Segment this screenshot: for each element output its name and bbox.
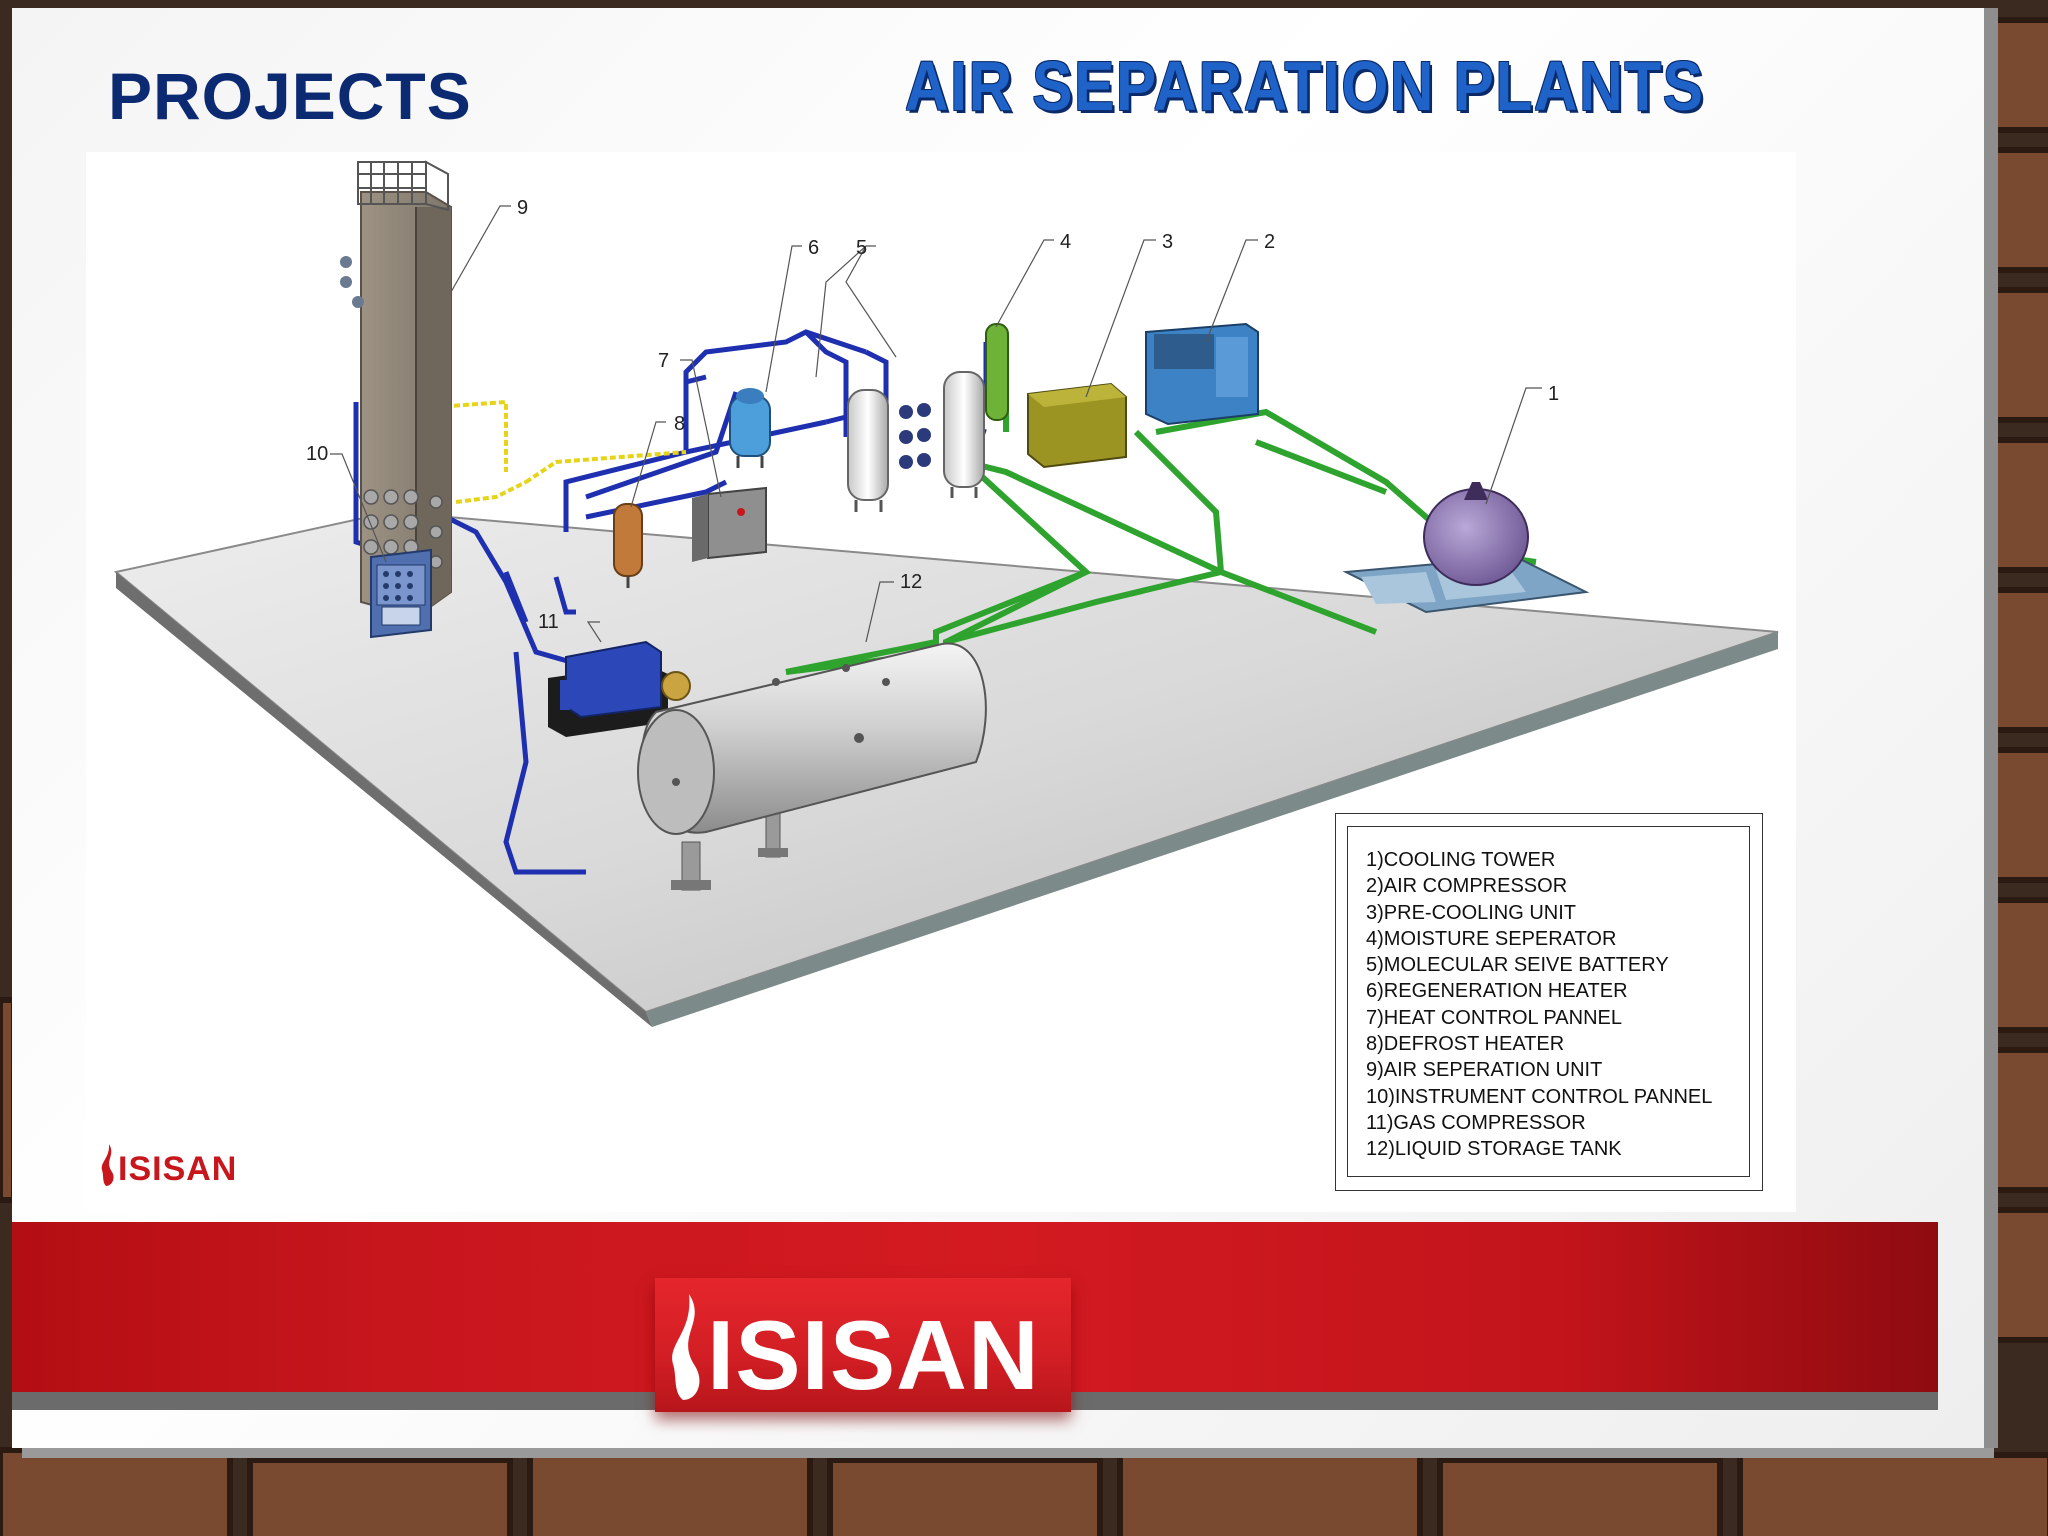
air-separation-tower xyxy=(340,160,452,619)
legend-item: 8)DEFROST HEATER xyxy=(1366,1033,1565,1056)
legend-item: 12)LIQUID STORAGE TANK xyxy=(1366,1138,1622,1161)
legend-item: 6)REGENERATION HEATER xyxy=(1366,980,1628,1003)
callout-leaders xyxy=(330,205,1542,643)
air-compressor xyxy=(1145,322,1259,426)
brand-logo-small-text: ISISAN xyxy=(118,1150,238,1188)
cooling-tower xyxy=(1342,482,1590,614)
callout-4: 4 xyxy=(1060,231,1071,253)
defrost-heater xyxy=(613,503,643,588)
callout-7: 7 xyxy=(658,350,669,372)
legend-item: 2)AIR COMPRESSOR xyxy=(1366,875,1568,898)
callout-8: 8 xyxy=(674,413,685,435)
callout-5: 5 xyxy=(856,237,867,259)
yellow-piping xyxy=(435,399,687,504)
callout-3: 3 xyxy=(1162,231,1173,253)
flame-icon xyxy=(101,1144,114,1186)
regeneration-heater xyxy=(729,388,771,468)
moisture-separator xyxy=(985,323,1009,421)
heat-control-panel xyxy=(692,486,767,562)
legend-list: 1)COOLING TOWER 2)AIR COMPRESSOR 3)PRE-C… xyxy=(1366,847,1712,1163)
legend-item: 3)PRE-COOLING UNIT xyxy=(1366,901,1577,924)
legend-item: 9)AIR SEPERATION UNIT xyxy=(1366,1059,1603,1082)
section-title: PROJECTS xyxy=(108,59,472,133)
legend-item: 10)INSTRUMENT CONTROL PANNEL xyxy=(1366,1085,1713,1108)
brand-logo-large-text: ISISAN xyxy=(707,1300,1040,1410)
brand-logo-small: ISISAN xyxy=(98,1138,288,1194)
plant-illustration: 1 2 3 4 5 6 7 8 9 10 11 12 xyxy=(113,160,1779,1027)
legend-item: 7)HEAT CONTROL PANNEL xyxy=(1366,1006,1622,1029)
callout-2: 2 xyxy=(1264,231,1275,253)
callout-12: 12 xyxy=(900,571,922,593)
gas-compressor xyxy=(548,640,691,737)
molecular-sieve-battery xyxy=(847,371,985,512)
slide-shadow-edge xyxy=(1984,8,1998,1448)
legend-item: 4)MOISTURE SEPERATOR xyxy=(1366,927,1617,950)
legend-item: 11)GAS COMPRESSOR xyxy=(1366,1111,1586,1134)
callout-1: 1 xyxy=(1548,383,1559,405)
page-title: AIR SEPARATION PLANTS xyxy=(905,47,1705,125)
pre-cooling-unit xyxy=(1027,382,1127,469)
flame-icon xyxy=(672,1294,700,1400)
callout-10: 10 xyxy=(306,443,328,465)
plant-diagram: 1 2 3 4 5 6 7 8 9 10 11 12 1)COOLING TOW… xyxy=(86,152,1796,1212)
callout-6: 6 xyxy=(808,237,819,259)
callout-9: 9 xyxy=(517,197,528,219)
instrument-control-panel xyxy=(370,548,432,639)
callout-11: 11 xyxy=(538,611,559,633)
legend-inner-frame: 1)COOLING TOWER 2)AIR COMPRESSOR 3)PRE-C… xyxy=(1347,826,1750,1177)
legend-box: 1)COOLING TOWER 2)AIR COMPRESSOR 3)PRE-C… xyxy=(1335,813,1763,1191)
liquid-storage-tank xyxy=(637,642,987,891)
legend-item: 5)MOLECULAR SEIVE BATTERY xyxy=(1366,954,1669,977)
brand-logo-large: ISISAN xyxy=(655,1278,1071,1412)
legend-item: 1)COOLING TOWER xyxy=(1366,849,1556,871)
callout-numbers: 1 2 3 4 5 6 7 8 9 10 11 12 xyxy=(306,197,1559,633)
